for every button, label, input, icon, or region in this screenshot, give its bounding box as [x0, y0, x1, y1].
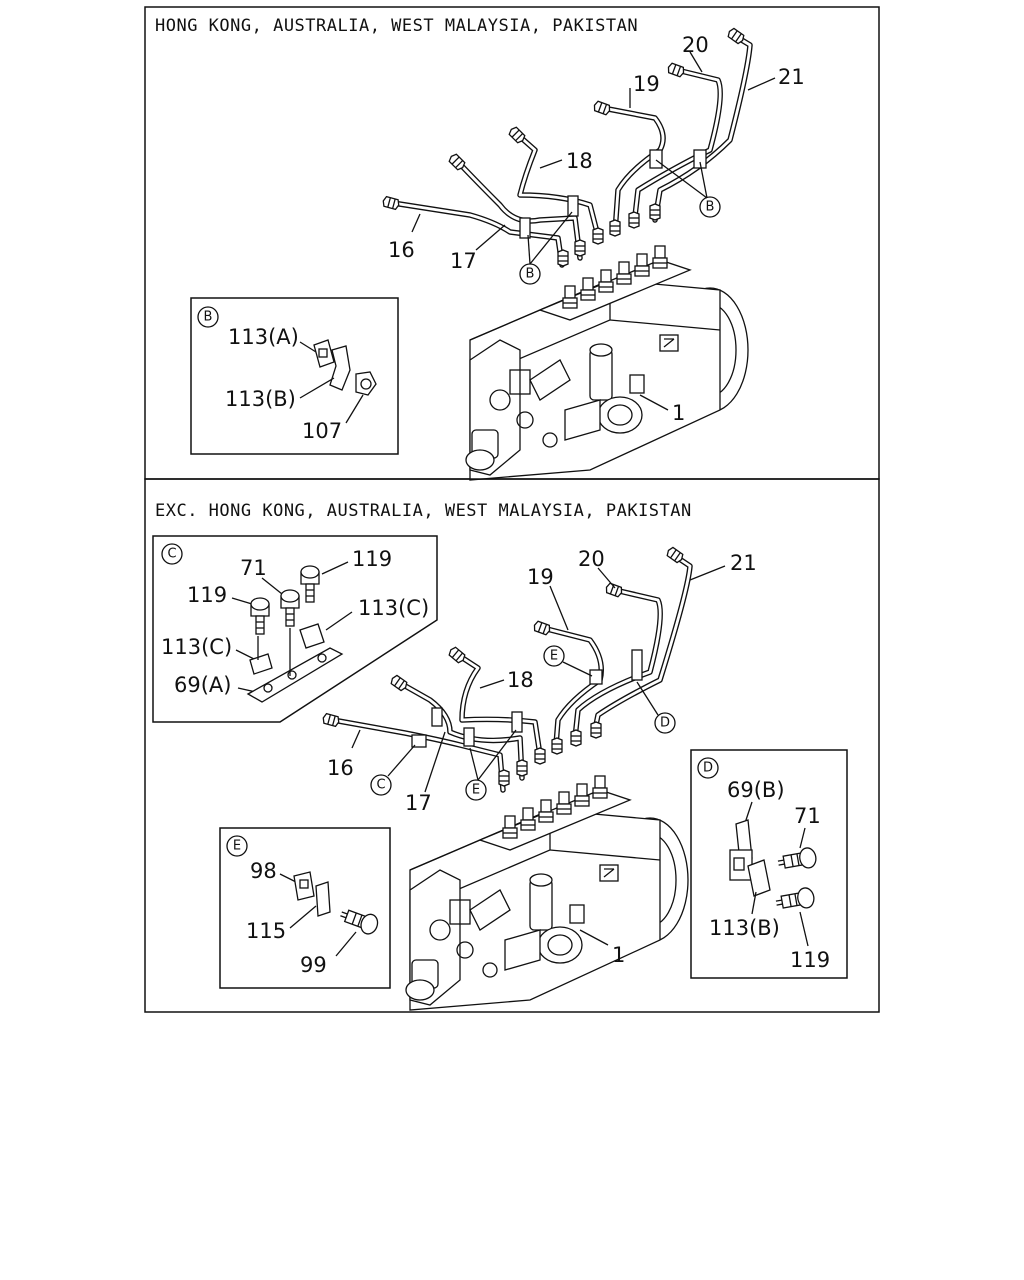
section-1-callouts: 16 17 18 19 20 21 1 B B [388, 33, 805, 425]
inset-e-ref: E [233, 839, 241, 854]
callout-16b: 16 [327, 756, 354, 780]
section-1-pump [466, 246, 748, 480]
inset-b-ref: B [204, 310, 213, 325]
inset-d-ref: D [703, 761, 713, 776]
inset-c-ref: C [167, 547, 176, 562]
callout-20: 20 [682, 33, 709, 57]
inset-c-label-69a: 69(A) [174, 673, 231, 697]
clamp-ref-b-2: B [706, 200, 715, 215]
section-2-frame [144, 478, 880, 1013]
inset-d-label-119: 119 [790, 948, 830, 972]
callout-1: 1 [672, 401, 685, 425]
section-1-pipes [381, 26, 753, 268]
section-2-heading: EXC. HONG KONG, AUSTRALIA, WEST MALAYSIA… [155, 501, 692, 521]
clamp-ref-b-1: B [526, 267, 535, 282]
inset-b: B 113(A) 113(B) 107 [190, 297, 399, 455]
inset-e-label-98: 98 [250, 859, 277, 883]
inset-d-label-71: 71 [794, 804, 821, 828]
section-2-callouts: 16 17 18 19 20 21 1 C E E D [327, 547, 757, 967]
callout-19: 19 [633, 72, 660, 96]
inset-b-label-113b: 113(B) [225, 387, 296, 411]
callout-1b: 1 [612, 943, 625, 967]
inset-d: D 69(B) 71 113(B) 119 [690, 749, 848, 979]
inset-e: E 98 115 99 [219, 827, 391, 989]
callout-16: 16 [388, 238, 415, 262]
inset-c-label-119-left: 119 [187, 583, 227, 607]
clamp-ref-e-2: E [550, 649, 558, 664]
callout-20b: 20 [578, 547, 605, 571]
section-2-pump [406, 776, 688, 1010]
inset-b-label-107: 107 [302, 419, 342, 443]
clamp-ref-c: C [376, 778, 385, 793]
inset-c: C 71 119 119 113(C) 113(C) 69(A) [152, 535, 438, 723]
inset-e-label-115: 115 [246, 919, 286, 943]
section-1-heading: HONG KONG, AUSTRALIA, WEST MALAYSIA, PAK… [155, 16, 638, 36]
inset-c-label-113c-right: 113(C) [358, 596, 429, 620]
callout-17b: 17 [405, 791, 432, 815]
callout-18: 18 [566, 149, 593, 173]
section-2-pipes [321, 545, 693, 793]
callout-21: 21 [778, 65, 805, 89]
callout-17: 17 [450, 249, 477, 273]
inset-c-label-71: 71 [240, 556, 267, 580]
inset-e-label-99: 99 [300, 953, 327, 977]
inset-d-label-69b: 69(B) [727, 778, 785, 802]
callout-18b: 18 [507, 668, 534, 692]
inset-c-label-113c-left: 113(C) [161, 635, 232, 659]
inset-c-label-119-top: 119 [352, 547, 392, 571]
callout-21b: 21 [730, 551, 757, 575]
inset-b-label-113a: 113(A) [228, 325, 299, 349]
clamp-ref-d: D [660, 716, 670, 731]
clamp-ref-e-1: E [472, 783, 480, 798]
inset-d-label-113b: 113(B) [709, 916, 780, 940]
callout-19b: 19 [527, 565, 554, 589]
